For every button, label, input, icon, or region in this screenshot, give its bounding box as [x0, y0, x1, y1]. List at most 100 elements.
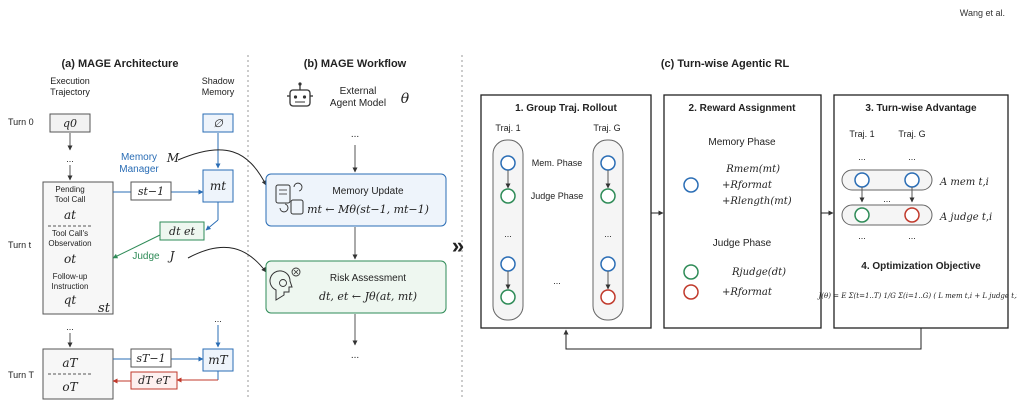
risk-assessment-title: Risk Assessment [330, 273, 406, 284]
m-t-label: mt [210, 179, 226, 193]
s-T-minus-label: sT−1 [136, 352, 165, 365]
traj1-judge-node-2 [500, 289, 516, 305]
followup-label-1: Follow-up [53, 272, 88, 281]
r-judge-label: Rjudge(dt) [731, 267, 786, 278]
a-T-label: aT [62, 356, 78, 370]
memory-update-icon [275, 182, 304, 215]
memory-manager-1: Memory [121, 152, 157, 163]
empty-memory-box [202, 113, 234, 133]
q0-box [49, 113, 91, 133]
q0-label: q0 [63, 117, 77, 130]
reward-judge-node [683, 264, 699, 280]
external-agent-1: External [340, 86, 377, 97]
J-label: J [167, 249, 176, 263]
feedback-loop-arrow [563, 328, 922, 350]
dots-a3: ... [214, 314, 222, 324]
dots-b1: ... [351, 129, 359, 140]
traj1-judge-node [500, 188, 516, 204]
o-t-label: ot [64, 252, 76, 266]
judge-label: Judge [132, 251, 160, 262]
adv-mem-node-1 [854, 172, 870, 188]
adv-judge-node-g [904, 207, 920, 223]
running-header: Wang et al. [959, 8, 1005, 18]
obs-label-2: Observation [48, 239, 91, 248]
external-agent-2: Agent Model [330, 98, 386, 109]
s-T-minus-box [130, 348, 172, 368]
obs-label-1: Tool Call's [52, 229, 88, 238]
s-t-minus-box [130, 181, 172, 201]
dots-a2: ... [66, 322, 74, 332]
judge-phase-label: Judge Phase [531, 191, 584, 201]
empty-set-label: ∅ [213, 117, 223, 130]
risk-head-icon [269, 267, 301, 301]
adv-mem-node-g [904, 172, 920, 188]
q-t-label: qt [64, 293, 77, 307]
trajg-mem-node [600, 155, 616, 171]
reward-mem-node [683, 177, 699, 193]
mem-phase-label: Mem. Phase [532, 158, 583, 168]
shadow-header-1: Shadow [202, 76, 235, 86]
d-e-T-label: dT eT [138, 374, 171, 387]
adv-traj-g-label: Traj. G [898, 129, 925, 139]
traj1-mem-node [500, 155, 516, 171]
dots-a1: ... [66, 154, 74, 164]
panel-a-title: (a) MAGE Architecture [62, 58, 179, 70]
dots-c1: ... [504, 229, 512, 239]
chevron-right-icon: » [452, 233, 464, 258]
memory-phase-title: Memory Phase [708, 137, 776, 148]
reward-judge-node-red [683, 284, 699, 300]
shadow-header-2: Memory [202, 87, 235, 97]
followup-label-2: Instruction [52, 282, 89, 291]
d-e-t-label: dt et [169, 225, 195, 238]
objective-formula: J(θ) = E Σ(t=1..T) 1/G Σ(i=1..G) ( L mem… [816, 292, 1017, 300]
a-t-label: at [64, 208, 76, 222]
trajg-mem-node-2 [600, 256, 616, 272]
adv-traj-1-label: Traj. 1 [849, 129, 874, 139]
memory-update-formula: mt ← Mθ(st−1, mt−1) [307, 203, 429, 216]
traj1-mem-node-2 [500, 256, 516, 272]
risk-assessment-box [265, 260, 447, 314]
exec-header-2: Trajectory [50, 87, 90, 97]
judge-output-box [159, 221, 205, 241]
state-st-box [42, 181, 114, 315]
dots-c7: ... [858, 231, 866, 241]
theta-label: θ [401, 91, 410, 107]
a-judge-label: A judge t,i [939, 212, 992, 223]
reward-title: 2. Reward Assignment [689, 103, 797, 114]
objective-title: 4. Optimization Objective [861, 261, 981, 272]
advantage-title: 3. Turn-wise Advantage [865, 103, 977, 114]
traj-1-label: Traj. 1 [495, 123, 520, 133]
turn-T-label: Turn T [8, 370, 35, 380]
M-label: M [166, 151, 180, 165]
s-t-label: st [98, 301, 111, 316]
panel-b-title: (b) MAGE Workflow [304, 58, 407, 70]
dots-c3: ... [553, 276, 561, 286]
dots-c8: ... [908, 231, 916, 241]
pending-label-2: Tool Call [55, 195, 86, 204]
turn-0-label: Turn 0 [8, 117, 34, 127]
traj-1-column [492, 139, 524, 321]
panel-c-title: (c) Turn-wise Agentic RL [661, 58, 790, 70]
o-T-label: oT [62, 380, 78, 394]
a-mem-label: A mem t,i [939, 177, 989, 188]
dots-c5: ... [908, 152, 916, 162]
dots-c4: ... [858, 152, 866, 162]
trajg-judge-node [600, 188, 616, 204]
pending-label-1: Pending [55, 185, 84, 194]
r-format-label: +Rformat [722, 180, 773, 191]
s-t-minus-label: st−1 [138, 185, 164, 198]
memory-manager-2: Manager [119, 164, 159, 175]
r-format2-label: +Rformat [722, 287, 773, 298]
turn-t-label: Turn t [8, 240, 32, 250]
judge-phase-title: Judge Phase [713, 238, 772, 249]
dots-b2: ... [351, 350, 359, 361]
trajg-judge-node-2 [600, 289, 616, 305]
adv-judge-node-1 [854, 207, 870, 223]
dots-c6: ... [883, 194, 891, 204]
m-T-label: mT [208, 353, 228, 367]
risk-assessment-formula: dt, et ← Jθ(at, mt) [319, 290, 417, 303]
dots-c2: ... [604, 229, 612, 239]
traj-g-label: Traj. G [593, 123, 620, 133]
rollout-title: 1. Group Traj. Rollout [515, 103, 617, 114]
